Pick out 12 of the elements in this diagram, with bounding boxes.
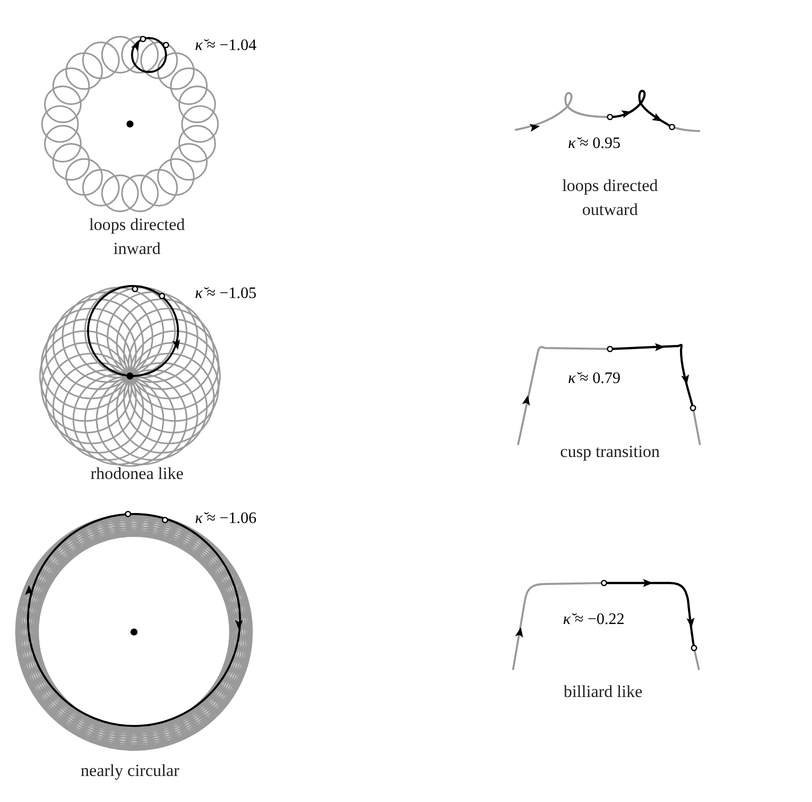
curvature-value: κ̆ ≈ 0.95 <box>568 134 620 154</box>
panel-caption: loops directed inward <box>88 214 186 260</box>
panel-caption: loops directed outward <box>561 175 659 221</box>
panel-caption: rhodonea like <box>90 463 184 485</box>
curvature-value: κ̆ ≈ −0.22 <box>563 610 624 630</box>
panel-caption: nearly circular <box>80 760 180 782</box>
curvature-value: κ̆ ≈ −1.05 <box>195 284 256 304</box>
panel-caption: cusp transition <box>559 441 661 463</box>
panel-caption: billiard like <box>562 681 644 703</box>
curvature-value: κ̆ ≈ −1.06 <box>195 509 256 529</box>
curvature-value: κ̆ ≈ 0.79 <box>568 369 620 389</box>
curvature-value: κ̆ ≈ −1.04 <box>195 36 256 56</box>
